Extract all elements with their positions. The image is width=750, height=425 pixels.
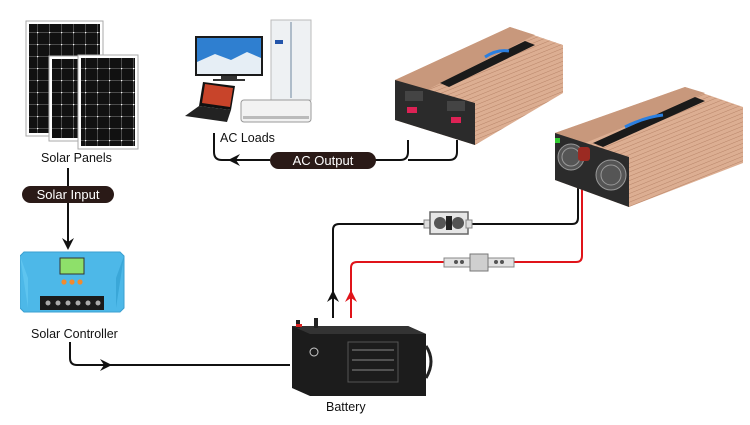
breaker-icon	[423, 211, 473, 235]
arrow-left-loads-icon	[228, 154, 240, 166]
arrow-right-battery-icon	[100, 359, 112, 371]
wire-inverter-positive	[514, 160, 583, 263]
positive-terminal-icon	[578, 147, 590, 161]
wire-battery-negative	[332, 223, 428, 318]
wire-controller-to-battery	[69, 342, 290, 366]
arrow-up-black-icon	[327, 290, 339, 302]
solar-controller-icon	[20, 251, 125, 313]
inverter-dc-side-icon	[555, 87, 743, 207]
wire-inverter-negative	[468, 170, 579, 225]
wire-ac-to-loads	[213, 133, 270, 161]
solar-panels-icon	[25, 20, 139, 150]
wire-battery-positive	[350, 261, 444, 318]
wire-ac-out-1	[375, 140, 409, 161]
ac-output-pill: AC Output	[270, 152, 376, 169]
refrigerator-icon	[270, 19, 312, 101]
fuse-icon	[443, 253, 515, 272]
air-conditioner-icon	[240, 99, 312, 123]
laptop-icon	[185, 82, 235, 122]
ac-loads-icon	[185, 19, 312, 123]
inverter-ac-side-icon	[395, 27, 563, 145]
battery-label: Battery	[326, 400, 366, 414]
arrow-up-red-icon	[345, 290, 357, 302]
tv-icon	[195, 36, 263, 81]
solar-panels-label: Solar Panels	[41, 151, 112, 165]
solar-controller-label: Solar Controller	[31, 327, 118, 341]
ac-loads-label: AC Loads	[220, 131, 275, 145]
solar-input-pill: Solar Input	[22, 186, 114, 203]
wire-ac-out-2	[408, 140, 458, 161]
arrow-down-controller-icon	[62, 238, 74, 250]
battery-icon	[292, 318, 433, 396]
